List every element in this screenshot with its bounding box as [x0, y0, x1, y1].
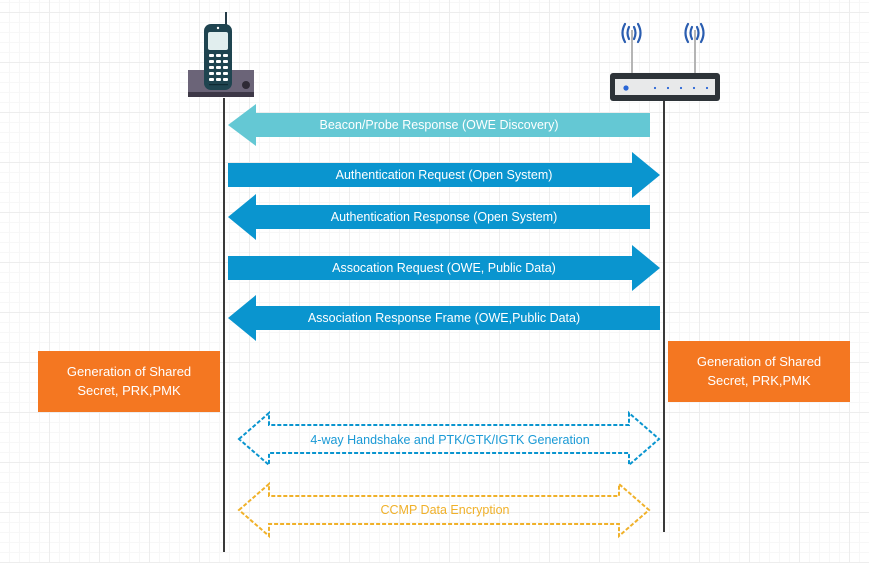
right-arrow	[228, 245, 660, 291]
message-label: Beacon/Probe Response (OWE Discovery)	[319, 118, 559, 132]
handshake-double-arrow	[237, 410, 661, 468]
handshake-label: 4-way Handshake and PTK/GTK/IGTK Generat…	[310, 433, 590, 447]
right-arrow	[228, 152, 660, 198]
wireless-router-icon	[610, 22, 720, 101]
message-label: Authentication Request (Open System)	[335, 168, 553, 182]
left-arrow	[228, 104, 650, 146]
message-label: Assocation Request (OWE, Public Data)	[332, 261, 556, 275]
process-box-line: Generation of Shared	[696, 353, 822, 369]
process-box-line: Generation of Shared	[66, 363, 192, 379]
station-lifeline	[223, 98, 225, 552]
process-box-line: Secret, PRK,PMK	[77, 382, 181, 398]
message-label: Authentication Response (Open System)	[330, 210, 558, 224]
message-label: Association Response Frame (OWE,Public D…	[307, 311, 581, 325]
cordless-phone-icon	[188, 12, 254, 97]
left-arrow	[228, 295, 660, 341]
encryption-double-arrow	[237, 481, 651, 539]
process-box-line: Secret, PRK,PMK	[707, 372, 811, 388]
access-point-lifeline	[663, 100, 665, 532]
left-arrow	[228, 194, 650, 240]
encryption-label: CCMP Data Encryption	[380, 503, 510, 517]
